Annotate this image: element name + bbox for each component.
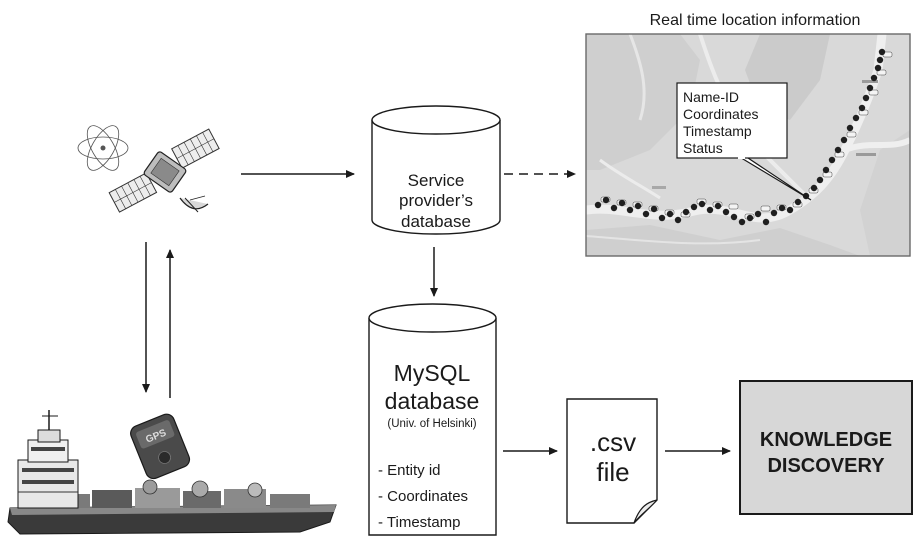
vessel-marker <box>874 64 882 72</box>
vessel-marker <box>754 210 762 218</box>
vessel-marker <box>642 210 650 218</box>
vessel-marker <box>778 204 786 212</box>
vessel-tag <box>728 203 739 210</box>
vessel-marker <box>770 209 778 217</box>
vessel-marker <box>658 214 666 222</box>
vessel-marker <box>858 104 866 112</box>
vessel-marker <box>852 114 860 122</box>
mysql-title-line-2: database <box>385 388 480 414</box>
real-time-map: Name-ID Coordinates Timestamp Status <box>585 33 911 257</box>
mysql-database: MySQL database (Univ. of Helsinki) - Ent… <box>368 303 497 536</box>
vessel-marker <box>794 198 802 206</box>
mysql-subtitle: (Univ. of Helsinki) <box>387 418 476 430</box>
csv-line-1: .csv <box>590 427 636 457</box>
vessel-marker <box>610 204 618 212</box>
callout-box <box>676 82 788 159</box>
vessel-tag <box>876 69 887 76</box>
mysql-field-1: - Entity id <box>378 462 441 479</box>
callout-line-2: Coordinates <box>683 106 759 122</box>
gps-device-icon: GPS <box>130 413 191 480</box>
satellite-icon <box>77 125 220 213</box>
vessel-marker <box>870 74 878 82</box>
vessel-marker <box>834 146 842 154</box>
knowledge-line-1: KNOWLEDGE <box>760 429 892 451</box>
csv-file-icon: .csv file <box>566 398 658 524</box>
mysql-title-line-1: MySQL <box>394 360 471 386</box>
vessel-marker <box>698 200 706 208</box>
vessel-marker <box>650 205 658 213</box>
vessel-tag <box>868 89 879 96</box>
vessel-marker <box>682 208 690 216</box>
vessel-marker <box>738 218 746 226</box>
vessel-marker <box>786 206 794 214</box>
callout-line-3: Timestamp <box>683 123 752 139</box>
vessel-marker <box>810 184 818 192</box>
service-db-line-1: Service <box>408 171 465 190</box>
vessel-marker <box>762 218 770 226</box>
map-panel-title: Real time location information <box>650 12 861 29</box>
vessel-marker <box>594 201 602 209</box>
vessel-marker <box>878 48 886 56</box>
vessel-marker <box>602 196 610 204</box>
vessel-marker <box>626 206 634 214</box>
mysql-field-2: - Coordinates <box>378 488 468 505</box>
vessel-marker <box>862 94 870 102</box>
callout-line-1: Name-ID <box>683 89 739 105</box>
vessel-marker <box>618 199 626 207</box>
knowledge-line-2: DISCOVERY <box>767 455 885 477</box>
vessel-marker <box>866 84 874 92</box>
vessel-marker <box>714 202 722 210</box>
csv-line-2: file <box>596 457 629 487</box>
vessel-marker <box>666 210 674 218</box>
vessel-marker <box>690 203 698 211</box>
service-db-line-3: database <box>401 212 471 231</box>
service-provider-database: Service provider’s database <box>371 105 501 235</box>
vessel-tag <box>846 131 857 138</box>
barge-icon <box>7 410 337 535</box>
vessel-marker <box>746 214 754 222</box>
mysql-field-3: - Timestamp <box>378 514 461 531</box>
vessel-tag <box>760 205 771 212</box>
vessel-marker <box>634 202 642 210</box>
vessel-marker <box>840 136 848 144</box>
knowledge-discovery-box: KNOWLEDGE DISCOVERY <box>739 380 913 515</box>
vessel-marker <box>674 216 682 224</box>
vessel-marker <box>730 213 738 221</box>
vessel-marker <box>876 56 884 64</box>
vessel-marker <box>846 124 854 132</box>
vessel-markers <box>594 48 893 226</box>
service-db-line-2: provider’s <box>399 191 473 210</box>
vessel-marker <box>816 176 824 184</box>
vessel-marker <box>822 166 830 174</box>
vessel-marker <box>706 206 714 214</box>
vessel-marker <box>828 156 836 164</box>
callout-line-4: Status <box>683 140 723 156</box>
vessel-marker <box>722 208 730 216</box>
